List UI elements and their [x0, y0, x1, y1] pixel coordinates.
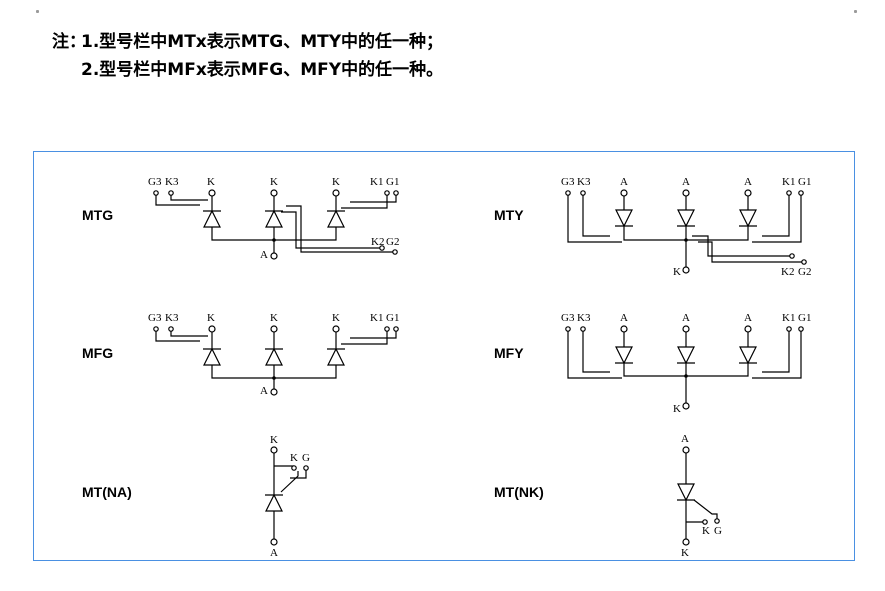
module-name: MT(NK)	[494, 484, 544, 500]
note-text-2: 2.型号栏中MFx表示MFG、MFY中的任一种。	[81, 60, 444, 80]
pin-label: K	[270, 434, 278, 446]
pin-label: K1	[370, 176, 383, 188]
pin-label: K	[673, 266, 681, 278]
circuit-wires	[682, 446, 720, 546]
module-name: MTY	[494, 207, 524, 223]
module-name: MFG	[82, 345, 113, 361]
pin-label: G3	[148, 176, 162, 188]
pin-labels: G3 K3 A A A K1 G1 K2 G2 K	[561, 176, 811, 278]
pin-label: A	[681, 433, 689, 445]
pin-labels: K K G A	[270, 434, 310, 559]
pin-label: A	[260, 385, 268, 397]
thyristor-symbol	[676, 483, 696, 501]
module-mfg: MFG G3 K3 K K K K1 G1 A	[82, 312, 399, 397]
pin-label: G1	[798, 176, 811, 188]
pin-label: A	[744, 312, 752, 324]
pin-label: K3	[577, 312, 591, 324]
circuit-wires	[565, 325, 804, 410]
pin-labels: A K G K	[681, 433, 722, 559]
pin-label: K	[332, 312, 340, 324]
pin-label: K	[673, 403, 681, 415]
pin-label: K1	[782, 312, 795, 324]
pin-label: G	[714, 525, 722, 537]
pin-label: K1	[782, 176, 795, 188]
pin-label: G2	[798, 266, 811, 278]
pin-label: K2	[371, 236, 384, 248]
pin-label: G	[302, 452, 310, 464]
pin-labels: G3 K3 K K K K1 G1 A	[148, 312, 399, 397]
circuit-wires	[565, 189, 807, 274]
pin-label: A	[620, 312, 628, 324]
diode-symbols	[202, 348, 346, 366]
pin-label: K2	[781, 266, 794, 278]
pin-label: K	[207, 312, 215, 324]
pin-label: G3	[561, 312, 575, 324]
pin-label: K	[207, 176, 215, 188]
pin-label: K	[270, 312, 278, 324]
module-name: MTG	[82, 207, 113, 223]
pin-labels: G3 K3 A A A K1 G1 K	[561, 312, 811, 415]
pin-label: A	[744, 176, 752, 188]
pin-label: K	[702, 525, 710, 537]
pin-label: K	[290, 452, 298, 464]
module-mt-na: MT(NA) K K G A	[82, 434, 310, 559]
corner-mark-right	[854, 10, 857, 13]
module-name: MT(NA)	[82, 484, 132, 500]
pin-label: G3	[561, 176, 575, 188]
module-mt-nk: MT(NK) A K G K	[494, 433, 722, 559]
pin-label: K3	[165, 312, 179, 324]
pin-label: K1	[370, 312, 383, 324]
pin-labels: G3 K3 K K K K1 G1 K2 G2 A	[148, 176, 399, 261]
pin-label: G3	[148, 312, 162, 324]
pin-label: K	[270, 176, 278, 188]
pin-label: A	[260, 249, 268, 261]
pin-label: K	[681, 547, 689, 559]
pin-label: K3	[577, 176, 591, 188]
pin-label: K	[332, 176, 340, 188]
thyristor-symbols	[614, 209, 758, 227]
thyristor-symbol	[264, 494, 284, 512]
pin-label: G1	[798, 312, 811, 324]
module-mtg: MTG G3 K3 K K K K1 G1 K2 G2 A	[82, 176, 399, 261]
circuit-wires	[153, 189, 399, 260]
note-line-2: 2.型号栏中MFx表示MFG、MFY中的任一种。	[52, 56, 443, 84]
notes-block: 注：1.型号栏中MTx表示MTG、MTY中的任一种； 2.型号栏中MFx表示MF…	[52, 28, 443, 84]
corner-mark-left	[36, 10, 39, 13]
note-prefix: 注：	[52, 32, 86, 52]
pin-label: G2	[386, 236, 399, 248]
pin-label: K3	[165, 176, 179, 188]
pin-label: A	[620, 176, 628, 188]
module-mfy: MFY G3 K3 A A A K1 G1 K	[494, 312, 811, 415]
note-text-1: 1.型号栏中MTx表示MTG、MTY中的任一种；	[81, 32, 444, 52]
thyristor-symbols	[202, 210, 346, 228]
pin-label: A	[682, 176, 690, 188]
module-name: MFY	[494, 345, 524, 361]
pin-label: A	[682, 312, 690, 324]
diagram-frame	[33, 151, 855, 561]
module-mty: MTY G3 K3 A A A K1 G1 K2 G2 K	[494, 176, 811, 278]
note-line-1: 注：1.型号栏中MTx表示MTG、MTY中的任一种；	[52, 28, 443, 56]
diode-symbols	[614, 346, 758, 364]
pin-label: G1	[386, 176, 399, 188]
pin-label: G1	[386, 312, 399, 324]
pin-label: A	[270, 547, 278, 559]
